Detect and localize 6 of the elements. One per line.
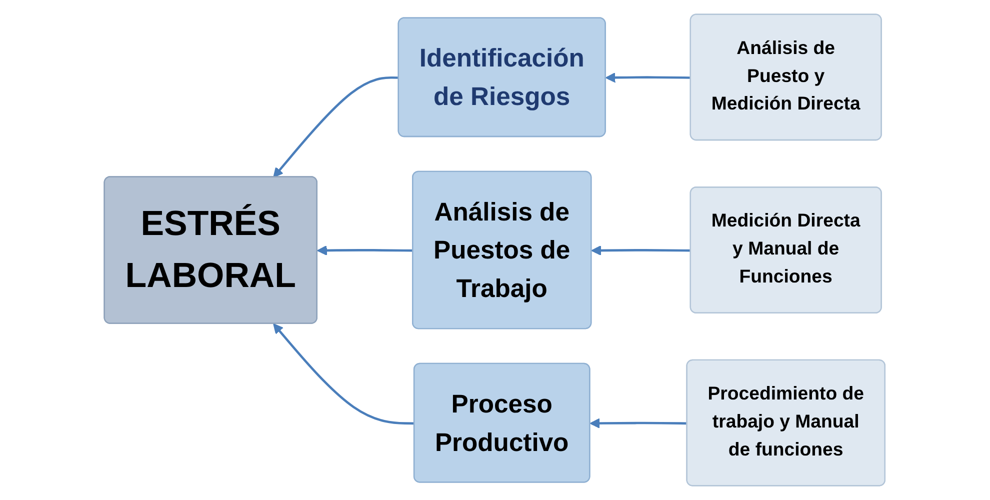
- arrow: [273, 323, 415, 425]
- arrow: [590, 418, 688, 428]
- arrow: [317, 245, 414, 256]
- arrow: [273, 76, 400, 178]
- arrow: [606, 72, 692, 83]
- arrow: [592, 245, 692, 256]
